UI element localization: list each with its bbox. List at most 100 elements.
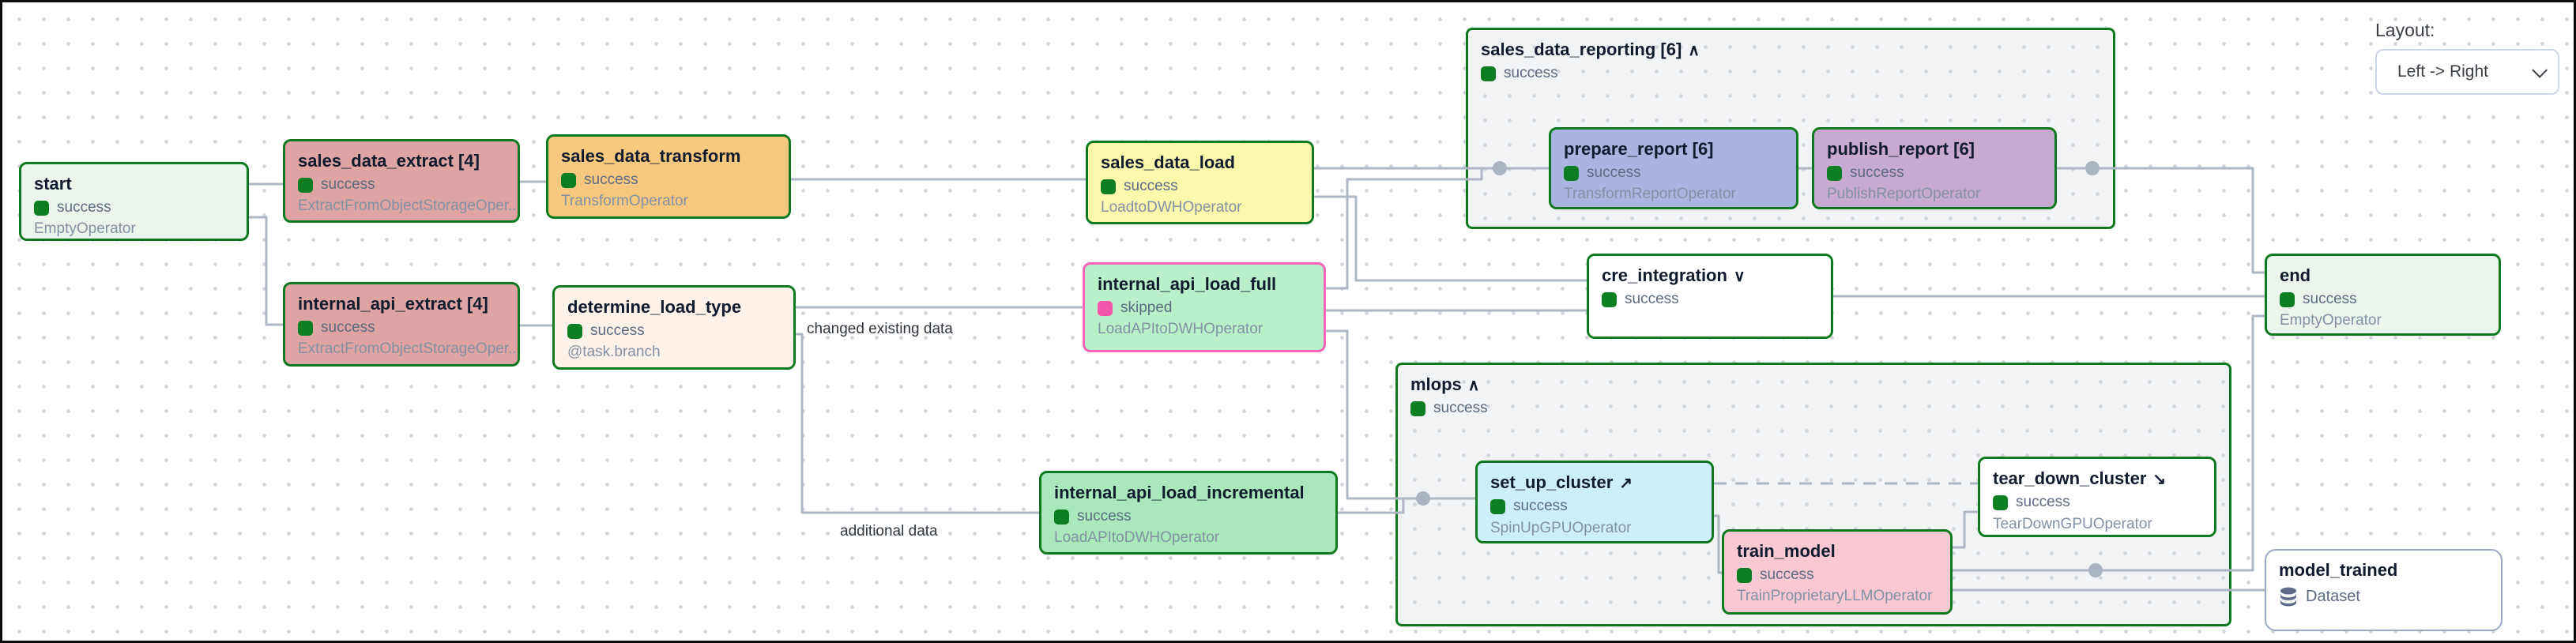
status-square-icon <box>1101 179 1116 194</box>
task-title: internal_api_load_full <box>1098 274 1277 294</box>
task-publish-report[interactable]: publish_report [6] success PublishReport… <box>1812 127 2057 209</box>
dataset-title: model_trained <box>2279 560 2398 580</box>
group-title-text: mlops <box>1410 374 1462 394</box>
task-title: sales_data_load <box>1101 152 1235 172</box>
status-label: success <box>1587 164 1641 181</box>
status-square-icon <box>1564 165 1579 181</box>
database-icon <box>2280 587 2296 607</box>
status-label: success <box>1504 65 1558 81</box>
task-title-text: set_up_cluster <box>1490 472 1614 492</box>
task-operator: ExtractFromObjectStorageOper... <box>298 340 520 358</box>
task-title: end <box>2280 265 2311 285</box>
task-title: publish_report [6] <box>1827 139 1975 159</box>
task-sales-data-extract[interactable]: sales_data_extract [4] success ExtractFr… <box>283 139 520 223</box>
task-set-up-cluster[interactable]: set_up_cluster ↗ success SpinUpGPUOperato… <box>1475 461 1714 543</box>
status-square-icon <box>1054 509 1069 525</box>
task-start[interactable]: start success EmptyOperator <box>19 162 249 241</box>
status-square-icon <box>1737 567 1752 583</box>
task-operator: PublishReportOperator <box>1827 186 1981 203</box>
layout-direction-select[interactable]: Left -> Right <box>2375 49 2559 95</box>
status-square-icon <box>1410 400 1425 416</box>
status-label: success <box>1513 498 1568 514</box>
task-title: sales_data_extract [4] <box>298 151 480 171</box>
status-square-icon <box>298 177 313 193</box>
layout-label: Layout: <box>2375 20 2435 40</box>
task-prepare-report[interactable]: prepare_report [6] success TransformRepo… <box>1549 127 1798 209</box>
task-operator: TransformOperator <box>561 193 688 210</box>
chevron-down-icon <box>2532 62 2548 78</box>
task-operator: LoadtoDWHOperator <box>1101 199 1242 216</box>
task-internal-api-extract[interactable]: internal_api_extract [4] success Extract… <box>283 282 520 367</box>
task-title: set_up_cluster ↗ <box>1490 471 1699 494</box>
status-square-icon <box>34 200 49 216</box>
branch-edge-label: additional data <box>840 523 938 540</box>
status-label: success <box>2303 290 2357 307</box>
status-label: success <box>2016 494 2070 510</box>
task-operator: EmptyOperator <box>34 220 136 238</box>
status-label: success <box>1433 400 1488 416</box>
group-title: sales_data_reporting [6] ∧ <box>1481 38 2100 62</box>
status-label: success <box>1850 164 1904 181</box>
task-title: internal_api_load_incremental <box>1054 483 1305 502</box>
status-label: success <box>57 198 111 216</box>
group-title-text: cre_integration <box>1602 265 1727 285</box>
status-square-icon <box>1481 66 1496 81</box>
task-operator: TearDownGPUOperator <box>1993 515 2152 532</box>
status-label: success <box>590 322 645 339</box>
setup-task-icon: ↗ <box>1619 475 1633 492</box>
group-title: mlops ∧ <box>1410 373 2216 397</box>
status-square-icon <box>1827 165 1842 181</box>
task-title: tear_down_cluster ↘ <box>1993 467 2201 491</box>
collapse-chevron-icon[interactable]: ∧ <box>1688 42 1700 59</box>
status-square-icon <box>1993 494 2008 510</box>
task-title: cre_integration ∨ <box>1602 264 1818 288</box>
task-internal-api-load-incremental[interactable]: internal_api_load_incremental success Lo… <box>1039 471 1338 555</box>
branch-edge-label: changed existing data <box>807 321 953 337</box>
status-square-icon <box>561 172 576 188</box>
task-title: prepare_report [6] <box>1564 139 1714 159</box>
task-sales-data-transform[interactable]: sales_data_transform success TransformOp… <box>546 134 791 219</box>
dataset-node-model-trained[interactable]: model_trained Dataset <box>2265 549 2503 631</box>
task-operator: SpinUpGPUOperator <box>1490 519 1632 536</box>
status-label: success <box>1760 566 1814 583</box>
status-label: skipped <box>1120 299 1173 316</box>
task-operator: @task.branch <box>567 344 661 361</box>
dataset-type-label: Dataset <box>2306 588 2360 606</box>
task-determine-load-type[interactable]: determine_load_type success @task.branch <box>552 285 796 370</box>
task-end[interactable]: end success EmptyOperator <box>2265 254 2501 336</box>
task-operator: ExtractFromObjectStorageOper... <box>298 197 520 215</box>
task-title: train_model <box>1737 541 1836 561</box>
task-operator: TrainProprietaryLLMOperator <box>1737 588 1933 605</box>
task-internal-api-load-full[interactable]: internal_api_load_full skipped LoadAPIto… <box>1083 262 1326 352</box>
status-square-icon <box>2280 291 2295 307</box>
task-title: internal_api_extract [4] <box>298 294 488 314</box>
status-square-icon <box>1602 291 1617 307</box>
task-group-cre-integration-collapsed[interactable]: cre_integration ∨ success <box>1587 254 1833 339</box>
task-title: sales_data_transform <box>561 146 741 166</box>
status-square-icon <box>1490 498 1505 514</box>
expand-chevron-icon[interactable]: ∨ <box>1733 268 1746 285</box>
status-label: success <box>1124 177 1178 194</box>
group-title-text: sales_data_reporting [6] <box>1481 39 1682 59</box>
task-title-text: tear_down_cluster <box>1993 468 2147 488</box>
task-train-model[interactable]: train_model success TrainProprietaryLLMO… <box>1722 529 1953 615</box>
layout-selected-value: Left -> Right <box>2397 62 2488 81</box>
task-title: determine_load_type <box>567 297 742 317</box>
teardown-task-icon: ↘ <box>2152 471 2167 488</box>
collapse-chevron-icon[interactable]: ∧ <box>1467 377 1480 394</box>
status-label: success <box>1077 507 1132 525</box>
status-square-icon <box>298 320 313 336</box>
status-label: success <box>321 175 375 193</box>
task-operator: EmptyOperator <box>2280 312 2382 329</box>
task-tear-down-cluster[interactable]: tear_down_cluster ↘ success TearDownGPUOp… <box>1978 457 2216 537</box>
status-label: success <box>321 318 375 336</box>
status-square-icon <box>1098 300 1113 316</box>
status-label: success <box>1625 291 1679 307</box>
task-operator: LoadAPItoDWHOperator <box>1098 321 1264 338</box>
task-operator: TransformReportOperator <box>1564 186 1736 203</box>
status-label: success <box>584 171 638 188</box>
task-title: start <box>34 174 72 194</box>
task-sales-data-load[interactable]: sales_data_load success LoadtoDWHOperato… <box>1086 141 1314 224</box>
edge-determine-load-incremental <box>796 333 1039 514</box>
